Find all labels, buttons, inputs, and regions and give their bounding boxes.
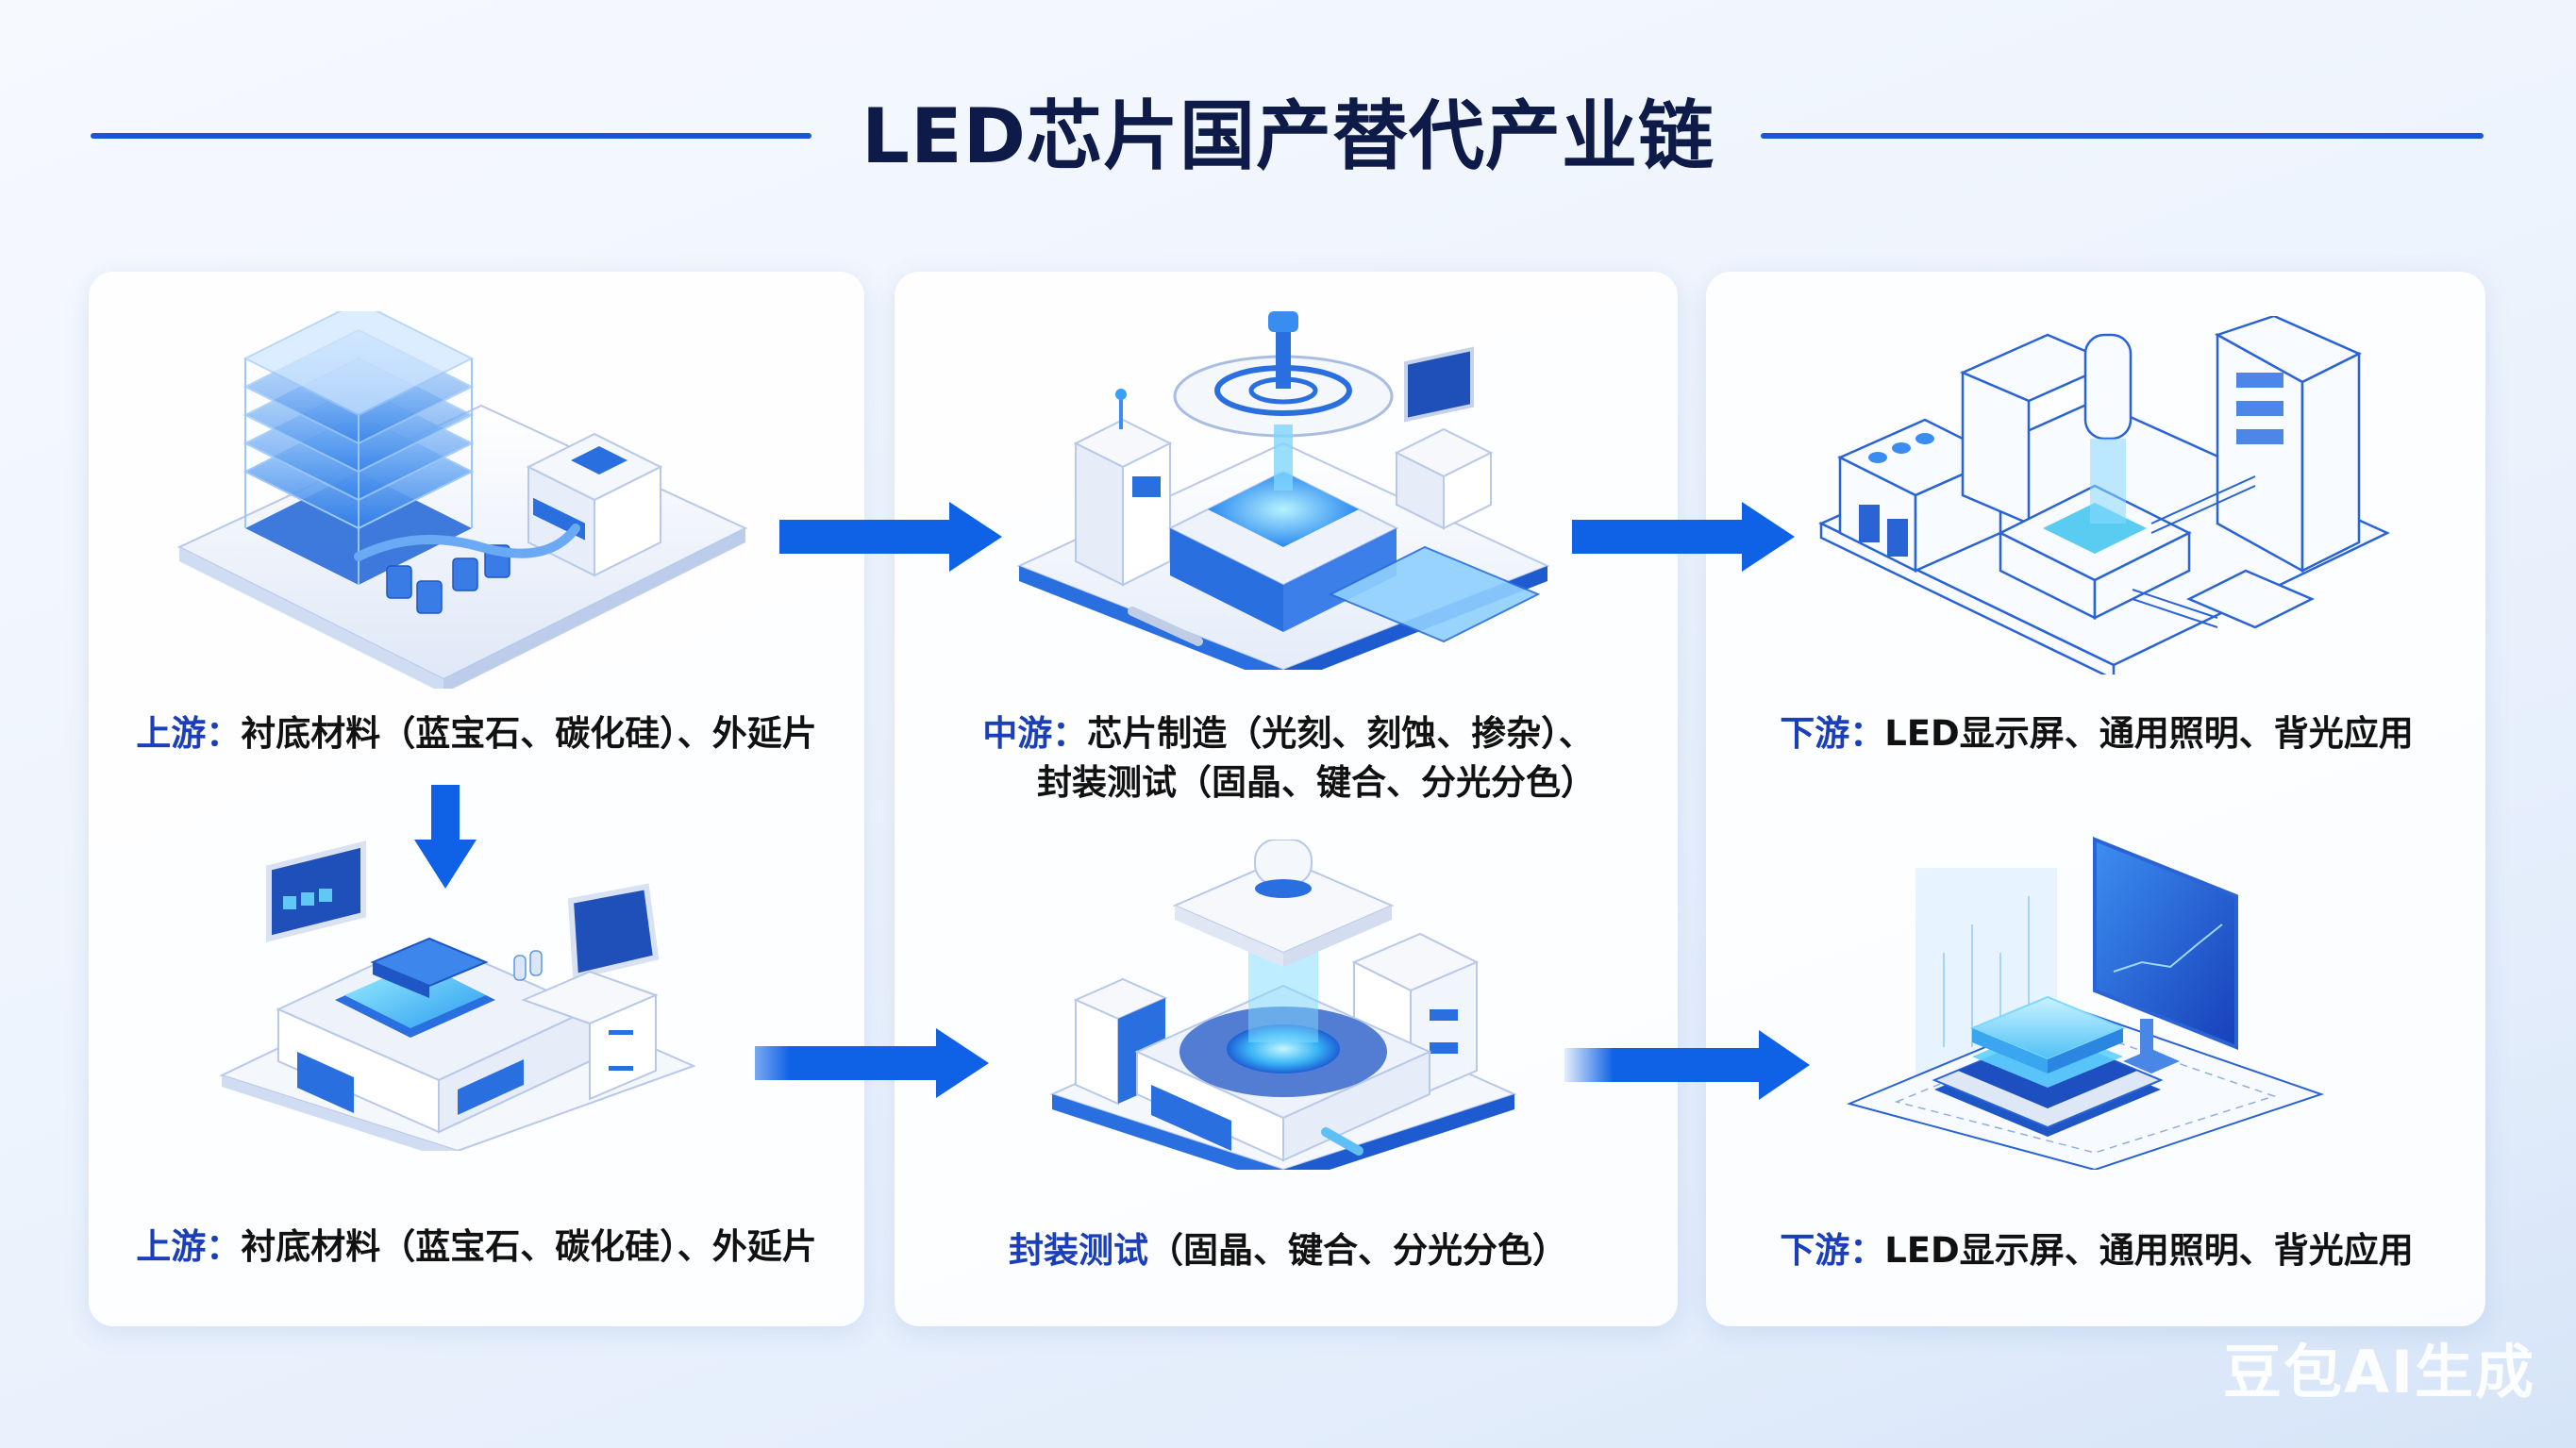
stage-description: （固晶、键合、分光分色） <box>1148 1230 1567 1271</box>
stage-label: 中游： <box>982 713 1088 754</box>
caption-line-1: 中游：芯片制造（光刻、刻蚀、掺杂）、 <box>901 709 1675 758</box>
stage-description: 衬底材料（蓝宝石、碳化硅）、外延片 <box>241 713 817 754</box>
downstream-top-caption: 下游：LED显示屏、通用照明、背光应用 <box>1710 709 2484 758</box>
chip-and-display-monitor-illustration <box>1846 837 2325 1170</box>
arrow-down-upstream <box>414 785 477 889</box>
arrow-right-upstream-bottom-to-midstream-bottom <box>755 1028 989 1098</box>
stage-label: 上游： <box>136 1226 242 1267</box>
stage-description: 衬底材料（蓝宝石、碳化硅）、外延片 <box>241 1226 817 1267</box>
stage-description: 芯片制造（光刻、刻蚀、掺杂）、 <box>1087 713 1594 754</box>
outline-production-line-illustration <box>1818 316 2390 674</box>
caption-line-2: 封装测试（固晶、键合、分光分色） <box>1037 762 1596 803</box>
downstream-bottom-caption: 下游：LED显示屏、通用照明、背光应用 <box>1710 1226 2484 1275</box>
substrate-wafer-stack-machine-illustration <box>176 311 748 689</box>
midstream-bottom-caption: 封装测试（固晶、键合、分光分色） <box>901 1226 1675 1275</box>
arrow-right-upstream-to-midstream <box>779 502 1002 572</box>
stage-label: 封装测试 <box>1009 1230 1148 1271</box>
arrow-right-midstream-to-downstream <box>1572 502 1795 572</box>
lithography-machine-illustration <box>1016 311 1550 670</box>
stage-description: LED显示屏、通用照明、背光应用 <box>1884 713 2414 754</box>
arrow-right-midstream-bottom-to-downstream-bottom <box>1564 1030 1810 1100</box>
ai-watermark: 豆包AI生成 <box>2223 1338 2536 1406</box>
title-divider-right <box>1761 133 2484 139</box>
epitaxy-chip-machine-illustration <box>219 841 696 1151</box>
stage-label: 下游： <box>1780 713 1885 754</box>
upstream-top-caption: 上游：衬底材料（蓝宝石、碳化硅）、外延片 <box>94 709 859 758</box>
stage-label: 上游： <box>136 713 242 754</box>
upstream-bottom-caption: 上游：衬底材料（蓝宝石、碳化硅）、外延片 <box>94 1223 859 1272</box>
page-title: LED芯片国产替代产业链 <box>861 92 1715 180</box>
packaging-test-machine-illustration <box>1049 840 1517 1170</box>
stage-description: LED显示屏、通用照明、背光应用 <box>1884 1230 2414 1271</box>
title-row: LED芯片国产替代产业链 <box>0 90 2576 184</box>
midstream-top-caption: 中游：芯片制造（光刻、刻蚀、掺杂）、 封装测试（固晶、键合、分光分色） <box>901 709 1675 807</box>
title-divider-left <box>91 133 811 139</box>
stage-label: 下游： <box>1780 1230 1885 1271</box>
